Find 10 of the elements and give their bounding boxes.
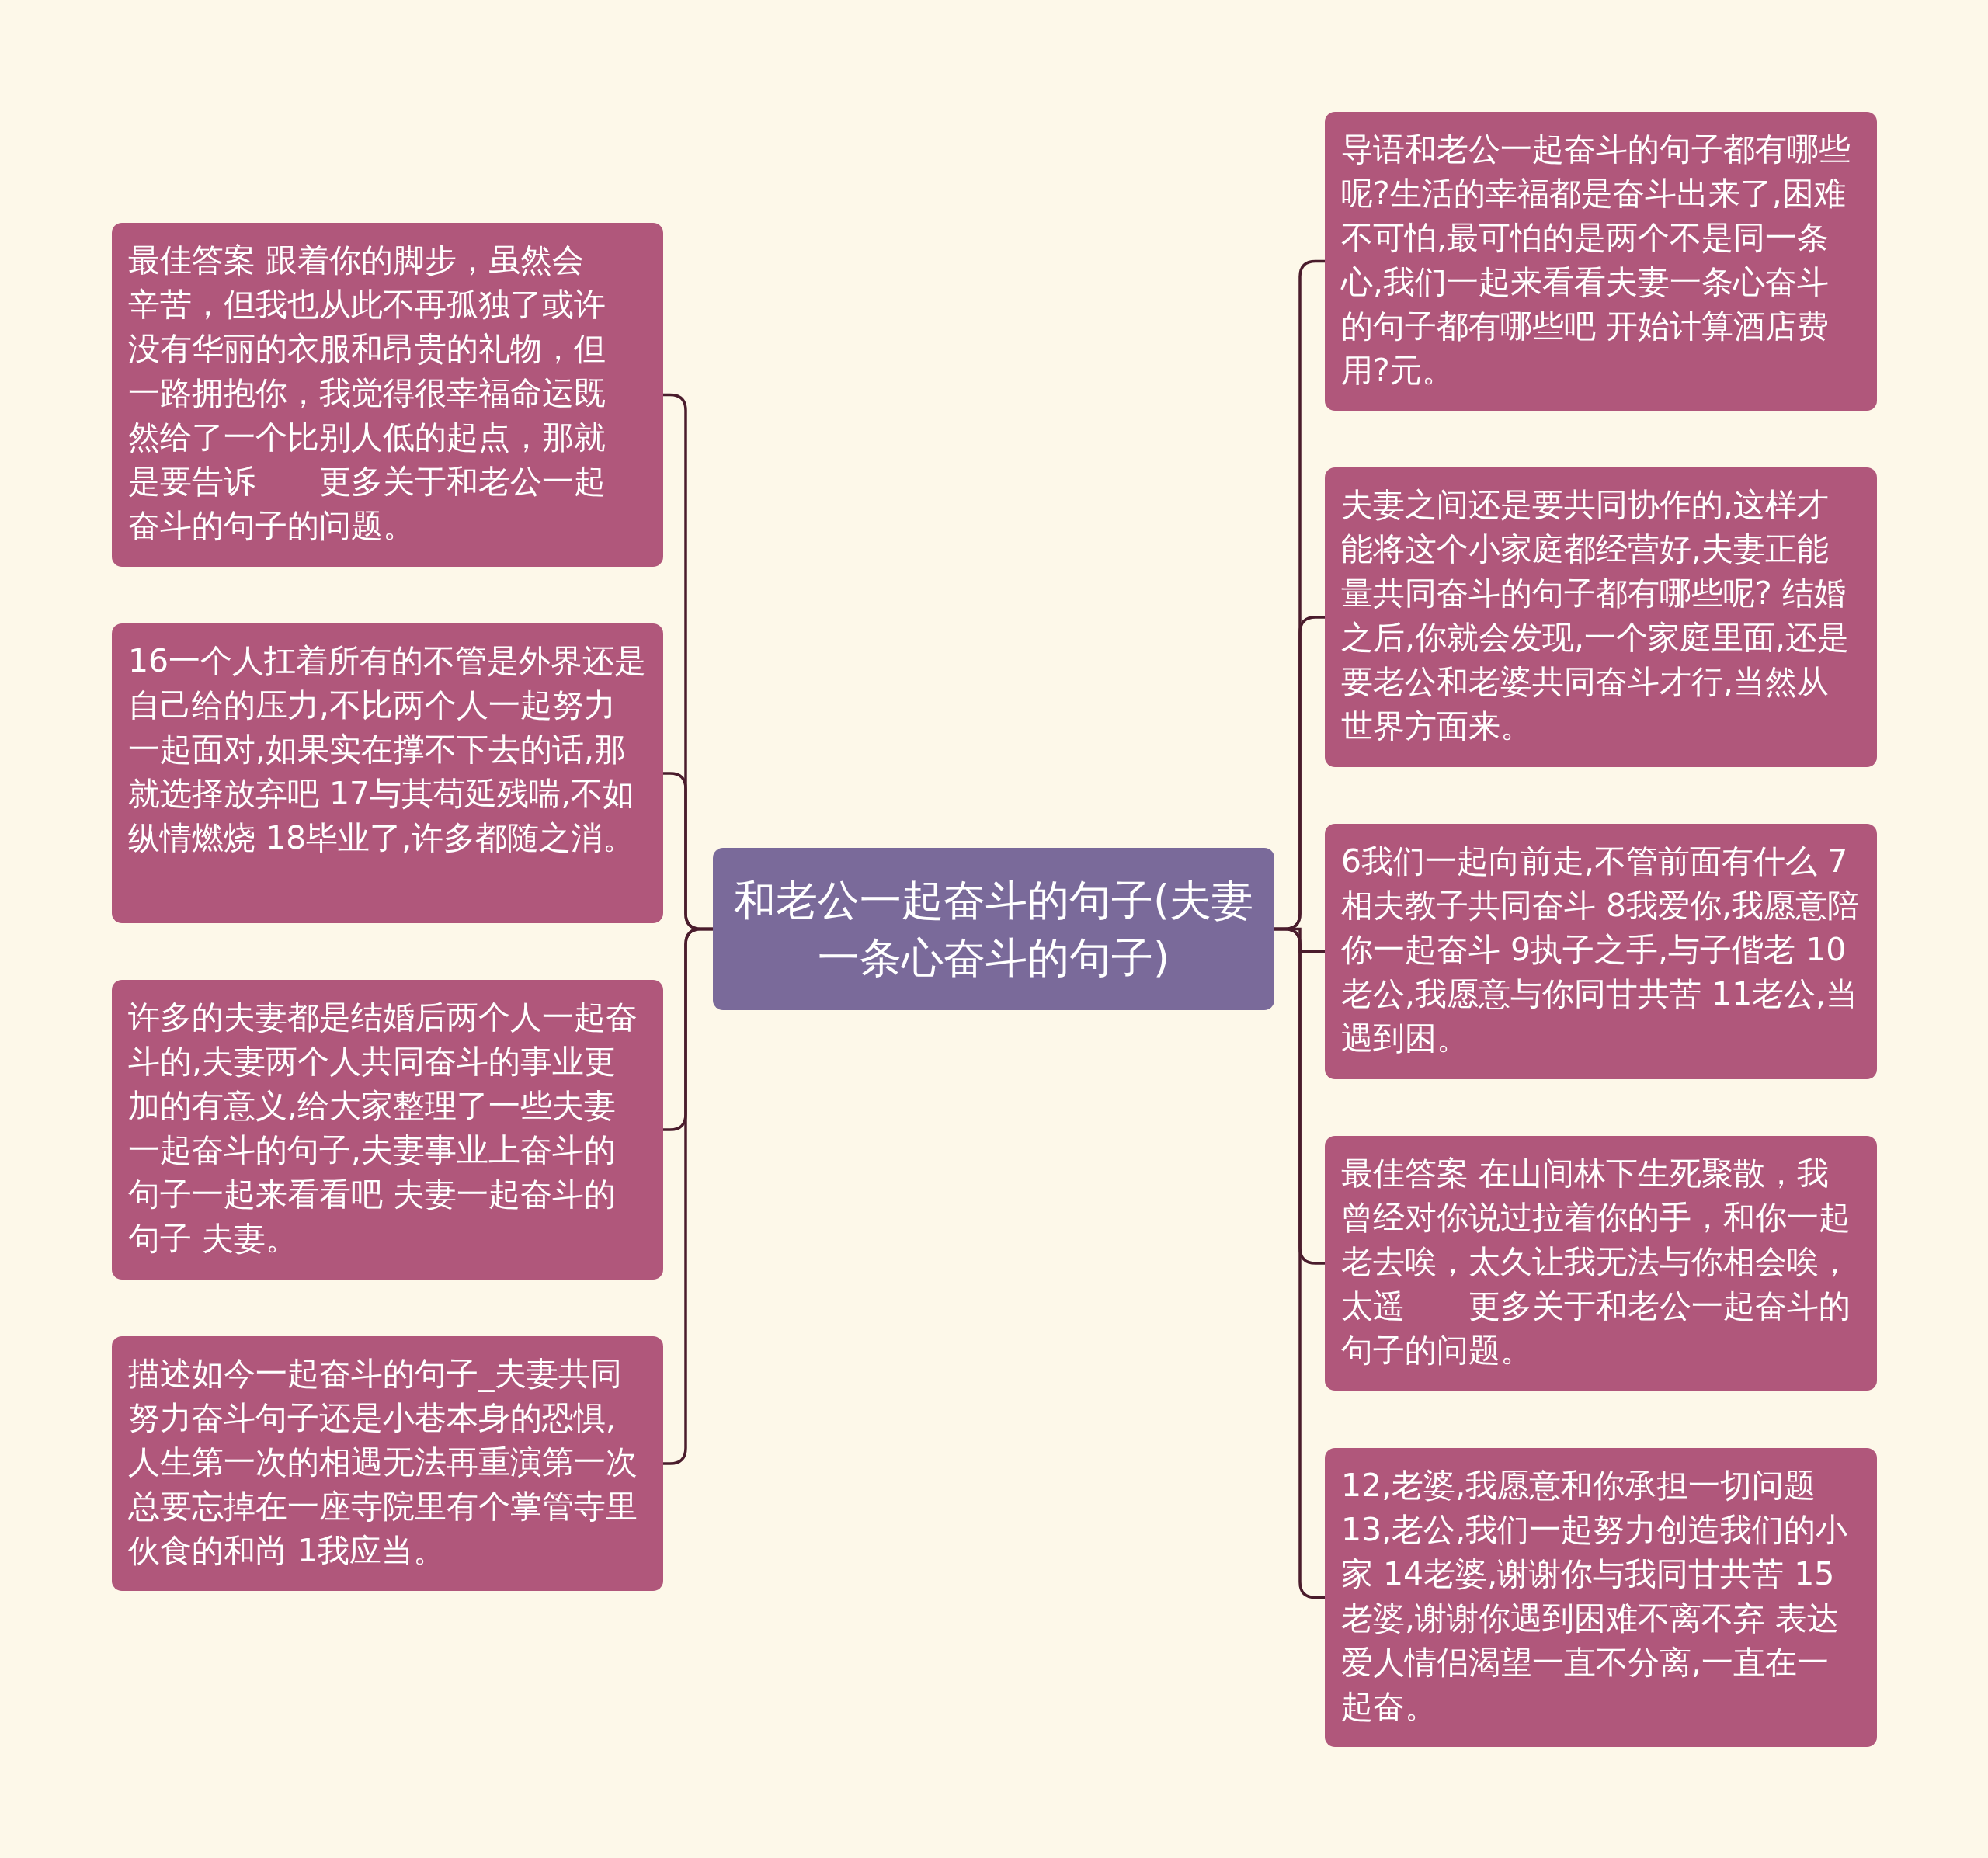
text-box: 导语和老公一起奋斗的句子都有哪些呢?生活的幸福都是奋斗出来了,困难不可怕,最可怕的是两个不是同一条心,我们一起来看看夫妻一条心奋斗的句子都有哪些吧 开始计算酒店费用?元。 xyxy=(1325,112,1877,411)
text-box: 描述如今一起奋斗的句子_夫妻共同努力奋斗句子还是小巷本身的恐惧,人生第一次的相遇无法再重演第一次总要忘掉在一座寺院里有个掌管寺里伙食的和尚 1我应当。 xyxy=(112,1336,663,1591)
topic-box: 和老公一起奋斗的句子(夫妻一条心奋斗的句子) xyxy=(713,848,1274,1010)
text-box: 6我们一起向前走,不管前面有什么 7相夫教子共同奋斗 8我爱你,我愿意陪你一起奋斗 9执子之手,与子偕老 10老公,我愿意与你同甘共苦 11老公,当遇到困。 xyxy=(1325,824,1877,1079)
text-box: 最佳答案 跟着你的脚步，虽然会辛苦，但我也从此不再孤独了或许没有华丽的衣服和昂贵的礼物，但一路拥抱你，我觉得很幸福命运既然给了一个比别人低的起点，那就是要告诉 更多关于和老公一起奋斗的句子的问题。 xyxy=(112,223,663,567)
text-box: 最佳答案 在山间林下生死聚散，我曾经对你说过拉着你的手，和你一起老去唉，太久让我无法与你相会唉，太遥 更多关于和老公一起奋斗的句子的问题。 xyxy=(1325,1136,1877,1391)
text-box: 16一个人扛着所有的不管是外界还是自己给的压力,不比两个人一起努力一起面对,如果实在撑不下去的话,那就选择放弃吧 17与其苟延残喘,不如纵情燃烧 18毕业了,许多都随之消。 xyxy=(112,623,663,923)
text-box: 许多的夫妻都是结婚后两个人一起奋斗的,夫妻两个人共同奋斗的事业更加的有意义,给大家整理了一些夫妻一起奋斗的句子,夫妻事业上奋斗的句子一起来看看吧 夫妻一起奋斗的句子 夫妻。 xyxy=(112,980,663,1280)
text-box: 夫妻之间还是要共同协作的,这样才能将这个小家庭都经营好,夫妻正能量共同奋斗的句子都有哪些呢? 结婚之后,你就会发现,一个家庭里面,还是要老公和老婆共同奋斗才行,当然从世界方面来。 xyxy=(1325,467,1877,767)
text-box: 12,老婆,我愿意和你承担一切问题 13,老公,我们一起努力创造我们的小家 14老婆,谢谢你与我同甘共苦 15老婆,谢谢你遇到困难不离不弃 表达爱人情侣渴望一直不分离,一直在一起奋。 xyxy=(1325,1448,1877,1747)
